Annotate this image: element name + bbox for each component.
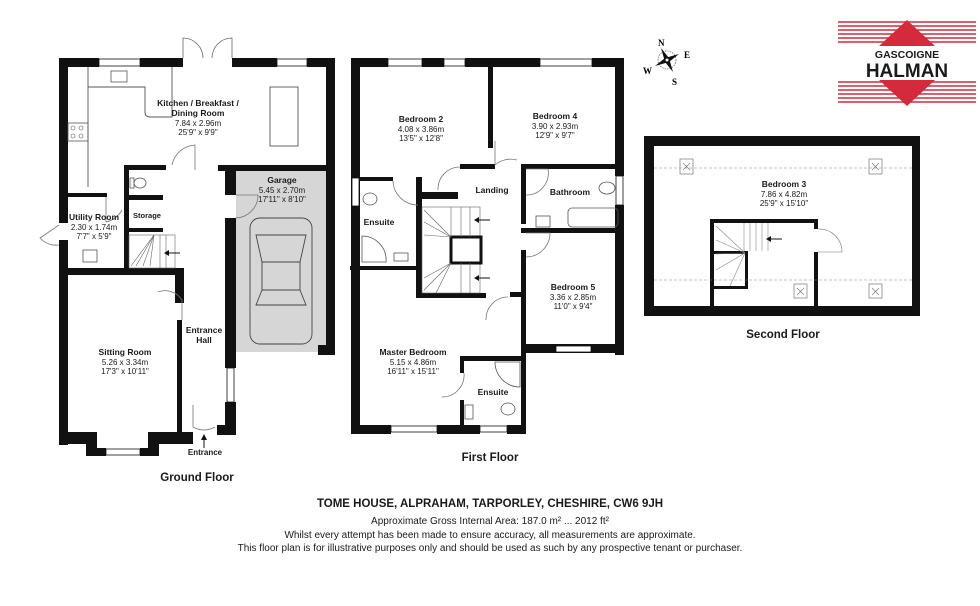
second-floor-plan: [644, 136, 920, 316]
entrance-label: Entrance: [188, 448, 223, 457]
bedroom5-imperial: 11'0" x 9'4": [554, 302, 593, 311]
bedroom3-metric: 7.86 x 4.82m: [761, 190, 808, 199]
compass-e: E: [684, 50, 690, 60]
gascoigne-halman-logo: [838, 20, 976, 106]
ground-floor-label: Ground Floor: [160, 472, 234, 484]
utility-imperial: 7'7" x 5'9": [77, 232, 112, 241]
ground-floor-plan: [39, 37, 335, 456]
bedroom4-imperial: 12'9" x 9'7": [535, 131, 575, 140]
bedroom5-metric: 3.36 x 2.85m: [550, 293, 597, 302]
landing-name: Landing: [475, 185, 508, 195]
ensuite1-name: Ensuite: [364, 217, 395, 227]
sitting-imperial: 17'3" x 10'11": [101, 367, 149, 376]
kitchen-name-2: Dining Room: [172, 108, 225, 118]
master-name: Master Bedroom: [379, 347, 447, 357]
hall-name-1: Entrance: [186, 325, 223, 335]
logo-line1: GASCOIGNE: [875, 49, 939, 61]
first-floor-plan: [350, 58, 624, 434]
skylights: [679, 158, 883, 299]
garage-name: Garage: [267, 175, 297, 185]
master-imperial: 16'11" x 15'11": [387, 367, 439, 376]
bathroom-name: Bathroom: [550, 187, 591, 197]
utility-name: Utility Room: [69, 212, 119, 222]
master-metric: 5.15 x 4.86m: [390, 358, 437, 367]
bedroom5-name: Bedroom 5: [551, 282, 596, 292]
bedroom3-name: Bedroom 3: [762, 179, 807, 189]
kitchen-name-1: Kitchen / Breakfast /: [157, 98, 239, 108]
utility-metric: 2.30 x 1.74m: [71, 223, 118, 232]
first-floor-label: First Floor: [462, 452, 519, 464]
bedroom3-imperial: 25'9" x 15'10": [760, 199, 808, 208]
sitting-metric: 5.26 x 3.34m: [102, 358, 149, 367]
bedroom2-name: Bedroom 2: [399, 114, 444, 124]
garage-metric: 5.45 x 2.70m: [259, 186, 306, 195]
windows: [351, 58, 624, 433]
compass-w: W: [643, 66, 652, 76]
garage-imperial: 17'11" x 8'10": [258, 195, 306, 204]
kitchen-imperial: 25'9" x 9'9": [178, 128, 218, 137]
compass-s: S: [672, 77, 677, 87]
garage-floor-fill: [236, 170, 330, 352]
car-icon: [249, 217, 313, 345]
storage-name: Storage: [133, 211, 161, 220]
compass-icon: [655, 48, 679, 72]
bedroom2-imperial: 13'5" x 12'8": [399, 134, 443, 143]
logo-line2: HALMAN: [866, 61, 948, 82]
compass-n: N: [658, 38, 665, 48]
bedroom2-metric: 4.08 x 3.86m: [398, 125, 445, 134]
bedroom4-name: Bedroom 4: [533, 111, 578, 121]
property-address: TOME HOUSE, ALPRAHAM, TARPORLEY, CHESHIR…: [316, 498, 664, 510]
walls: [644, 136, 920, 316]
walls: [350, 58, 624, 434]
bedroom4-metric: 3.90 x 2.93m: [532, 122, 579, 131]
ensuite2-name: Ensuite: [478, 387, 509, 397]
disclaimer-line-1: Whilst every attempt has been made to en…: [284, 530, 696, 541]
hall-name-2: Hall: [196, 335, 212, 345]
walls: [59, 58, 335, 456]
windows: [98, 58, 308, 456]
sitting-name: Sitting Room: [99, 347, 152, 357]
second-floor-label: Second Floor: [746, 329, 820, 341]
disclaimer-line-2: This floor plan is for illustrative purp…: [237, 543, 743, 554]
kitchen-metric: 7.84 x 2.96m: [175, 119, 222, 128]
gross-internal-area: Approximate Gross Internal Area: 187.0 m…: [371, 516, 609, 527]
